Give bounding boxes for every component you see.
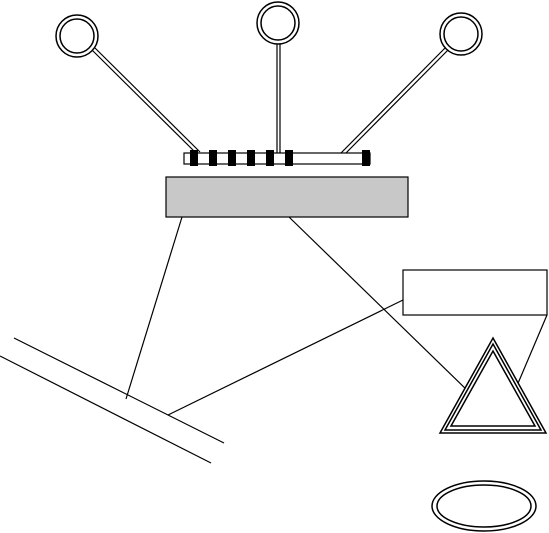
left-ring-assembly [55,14,201,155]
right-ring-inner [443,16,479,52]
block-to-slab-line [125,216,183,400]
triangle-inner [449,349,537,427]
box-to-triangle-line [515,314,548,389]
connection-lines [125,216,548,416]
strip-marker [247,150,255,166]
box-to-slab-line [167,299,404,416]
base-block [165,176,409,218]
block-to-triangle-line [288,216,471,394]
center-ring-inner [260,5,296,41]
right-ring-wire [339,44,449,155]
slab-line-upper [13,337,225,444]
right-ring-assembly [339,12,483,157]
strip-marker [362,150,370,166]
strip-marker [266,150,274,166]
connector-strip [183,150,371,166]
triangle-middle [443,342,543,431]
white-box [402,269,548,316]
strip-marker [228,150,236,166]
center-ring-assembly [256,1,300,154]
ellipse-outer [431,480,537,532]
strip-marker [285,150,293,166]
slab-lines [0,337,225,464]
right-ring-wire-inner [342,46,452,157]
strip-marker [209,150,217,166]
ellipse-inner [436,484,532,528]
strip-marker [190,150,198,166]
ellipse-shape [431,480,537,532]
left-ring-wire-inner [94,47,201,153]
slab-line-lower [0,355,212,464]
left-ring-inner [59,18,95,54]
triangle-outer [438,336,548,434]
left-ring-wire [91,49,198,155]
triangle-shape [438,336,548,434]
